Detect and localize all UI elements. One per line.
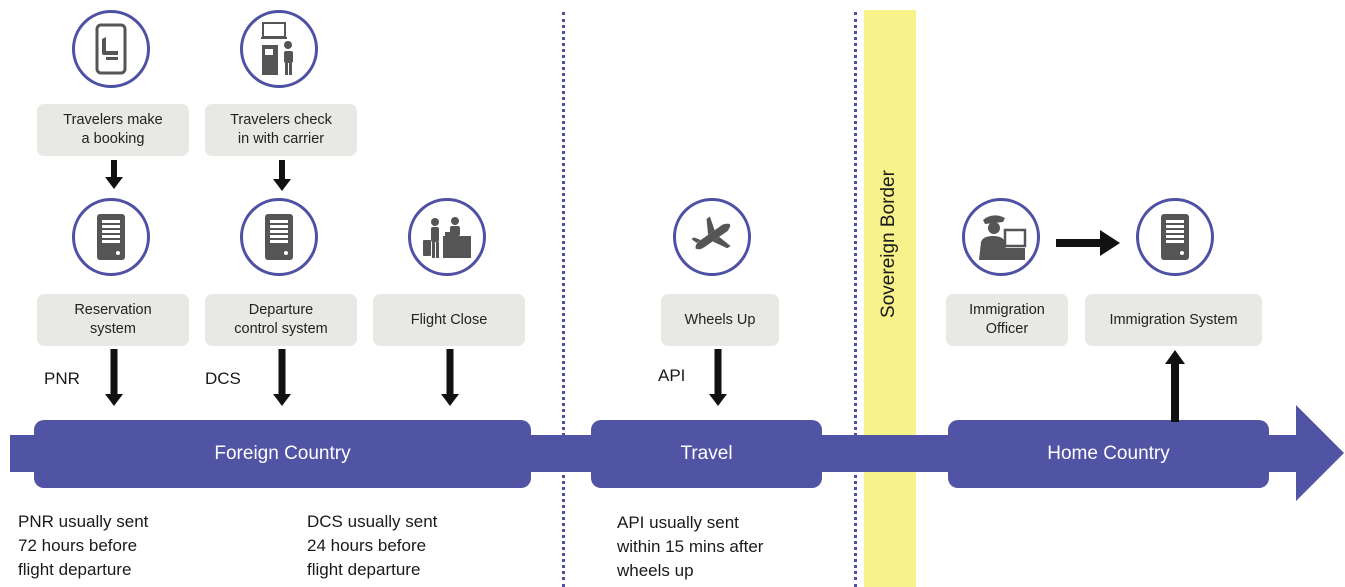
timeline-arrowhead-icon — [1296, 405, 1344, 501]
server-icon — [72, 198, 150, 276]
check-in-kiosk-icon — [240, 10, 318, 88]
api-arrow — [707, 349, 729, 409]
server-icon — [1136, 198, 1214, 276]
pnr-timing-note: PNR usually sent 72 hours before flight … — [18, 512, 149, 579]
immigration-system-label: Immigration System — [1085, 294, 1262, 346]
api-feed-label: API — [658, 366, 686, 385]
reservation-system-label: Reservation system — [37, 294, 189, 346]
check-in-counter-icon — [408, 198, 486, 276]
dcs-timing-note: DCS usually sent 24 hours before flight … — [307, 512, 438, 579]
timeline-travel: Travel — [591, 420, 822, 488]
pnr-arrow — [103, 349, 125, 409]
smartphone-seat-icon — [72, 10, 150, 88]
sovereign-border-label: Sovereign Border — [878, 170, 899, 318]
dcs-feed-label: DCS — [205, 369, 241, 388]
timeline-home-country: Home Country — [948, 420, 1269, 488]
departure-control-label: Departure control system — [205, 294, 357, 346]
sovereign-border-strip — [864, 10, 916, 587]
immigration-officer-label: Immigration Officer — [946, 294, 1068, 346]
separator-line-travel-border — [854, 12, 857, 587]
pnr-feed-label: PNR — [44, 369, 80, 388]
timeline-foreign-country: Foreign Country — [34, 420, 531, 488]
officer-to-system-arrow — [1056, 230, 1120, 256]
api-timing-note: API usually sent within 15 mins after wh… — [617, 513, 764, 580]
home-to-immigration-system-arrow — [1165, 350, 1185, 422]
checkin-to-departure-arrow — [272, 160, 292, 192]
dcs-arrow — [271, 349, 293, 409]
booking-to-reservation-arrow — [104, 160, 124, 190]
booking-label: Travelers make a booking — [37, 104, 189, 156]
checkin-label: Travelers check in with carrier — [205, 104, 357, 156]
wheels-up-label: Wheels Up — [661, 294, 779, 346]
airplane-icon — [673, 198, 751, 276]
flight-close-label: Flight Close — [373, 294, 525, 346]
server-icon — [240, 198, 318, 276]
flight-close-arrow — [439, 349, 461, 409]
immigration-officer-icon — [962, 198, 1040, 276]
separator-line-foreign-travel — [562, 12, 565, 587]
